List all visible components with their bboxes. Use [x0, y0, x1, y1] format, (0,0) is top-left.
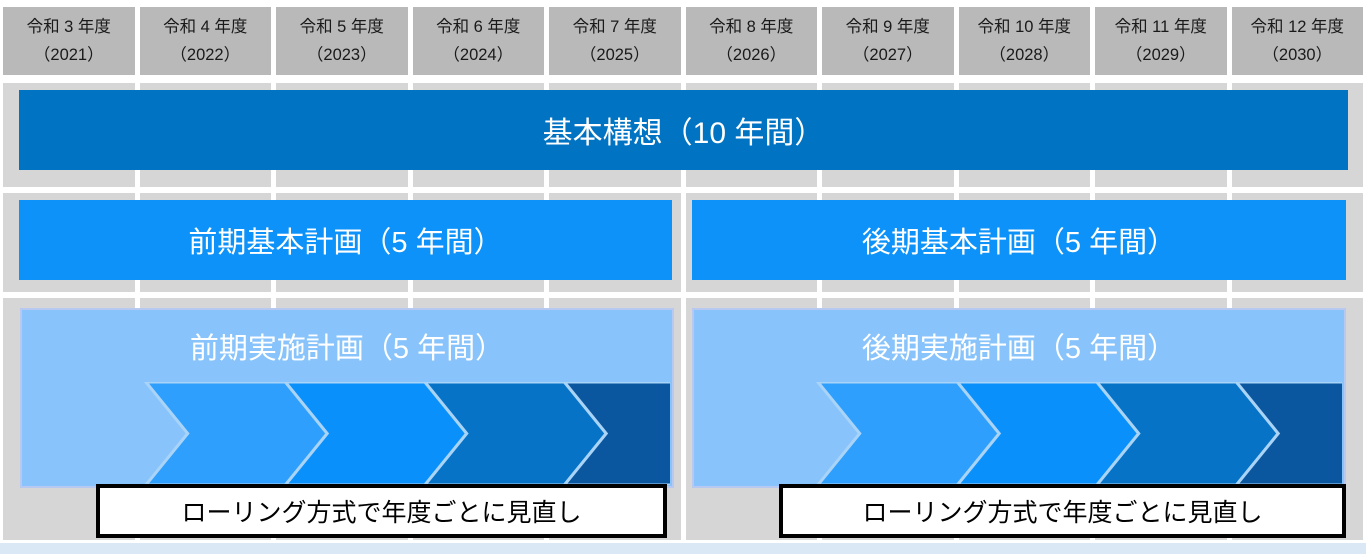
year-era-label: 令和 3 年度 [26, 17, 111, 36]
year-header-cell: 令和 6 年度 （2024） [412, 7, 544, 75]
basic-concept-bar: 基本構想（10 年間） [19, 90, 1348, 170]
chevron-step-3-icon [422, 382, 609, 485]
second-implementation-plan-block: 後期実施計画（5 年間） [692, 308, 1346, 488]
year-header-cell: 令和 3 年度 （2021） [3, 7, 135, 75]
year-header-cell: 令和 12 年度 （2030） [1231, 7, 1363, 75]
year-era-label: 令和 11 年度 [1114, 17, 1207, 36]
year-ad-label: （2023） [306, 46, 377, 64]
year-ad-label: （2022） [170, 46, 241, 64]
year-header-cell: 令和 8 年度 （2026） [685, 7, 817, 75]
timeline-header: 令和 3 年度（2021）令和 4 年度（2022）令和 5 年度（2023）令… [0, 7, 1366, 75]
rolling-review-note-right-text: ローリング方式で年度ごとに見直し [862, 499, 1263, 527]
year-header-cell: 令和 7 年度 （2025） [549, 7, 681, 75]
year-ad-label: （2028） [989, 46, 1060, 64]
second-basic-plan-bar: 後期基本計画（5 年間） [692, 200, 1346, 280]
rolling-review-note-left: ローリング方式で年度ごとに見直し [96, 484, 667, 538]
year-header-cell: 令和 4 年度 （2022） [139, 7, 271, 75]
chevron-step-2-icon [283, 382, 469, 485]
year-ad-label: （2024） [443, 46, 514, 64]
year-era-label: 令和 6 年度 [436, 17, 521, 36]
year-ad-label: （2027） [852, 46, 923, 64]
year-era-label: 令和 12 年度 [1250, 17, 1345, 36]
chevron-step-1-icon [815, 382, 1002, 485]
year-era-label: 令和 10 年度 [977, 17, 1072, 36]
year-header-cell: 令和 5 年度 （2023） [276, 7, 408, 75]
year-era-label: 令和 7 年度 [572, 17, 657, 36]
second-basic-plan-label: 後期基本計画（5 年間） [861, 227, 1177, 259]
chevron-step-2-icon [955, 382, 1141, 485]
year-ad-label: （2026） [716, 46, 787, 64]
second-implementation-plan-label: 後期実施計画（5 年間） [861, 333, 1177, 365]
year-era-label: 令和 8 年度 [709, 17, 794, 36]
year-header-cell: 令和 9 年度 （2027） [822, 7, 954, 75]
year-era-label: 令和 9 年度 [845, 17, 930, 36]
year-ad-label: （2025） [579, 46, 650, 64]
year-ad-label: （2029） [1125, 46, 1196, 64]
rolling-review-note-left-text: ローリング方式で年度ごとに見直し [181, 499, 582, 527]
chevron-arrows [784, 382, 1342, 485]
year-ad-label: （2021） [33, 46, 104, 64]
bottom-accent-strip [0, 543, 1366, 554]
year-header-cell: 令和 11 年度 （2029） [1095, 7, 1227, 75]
basic-concept-label: 基本構想（10 年間） [542, 117, 825, 150]
chevron-step-1-icon [143, 382, 330, 485]
first-basic-plan-bar: 前期基本計画（5 年間） [19, 200, 672, 280]
year-ad-label: （2030） [1262, 46, 1333, 64]
rolling-review-note-right: ローリング方式で年度ごとに見直し [779, 484, 1346, 538]
year-header-cell: 令和 10 年度 （2028） [958, 7, 1090, 75]
chevron-step-4-icon [562, 382, 670, 485]
first-basic-plan-label: 前期基本計画（5 年間） [188, 227, 503, 259]
chevron-step-3-icon [1094, 382, 1281, 485]
year-era-label: 令和 4 年度 [163, 17, 248, 36]
chevron-arrows [112, 382, 670, 485]
first-implementation-plan-label: 前期実施計画（5 年間） [189, 333, 505, 365]
chevron-step-4-icon [1234, 382, 1342, 485]
first-implementation-plan-block: 前期実施計画（5 年間） [20, 308, 674, 488]
year-era-label: 令和 5 年度 [299, 17, 384, 36]
